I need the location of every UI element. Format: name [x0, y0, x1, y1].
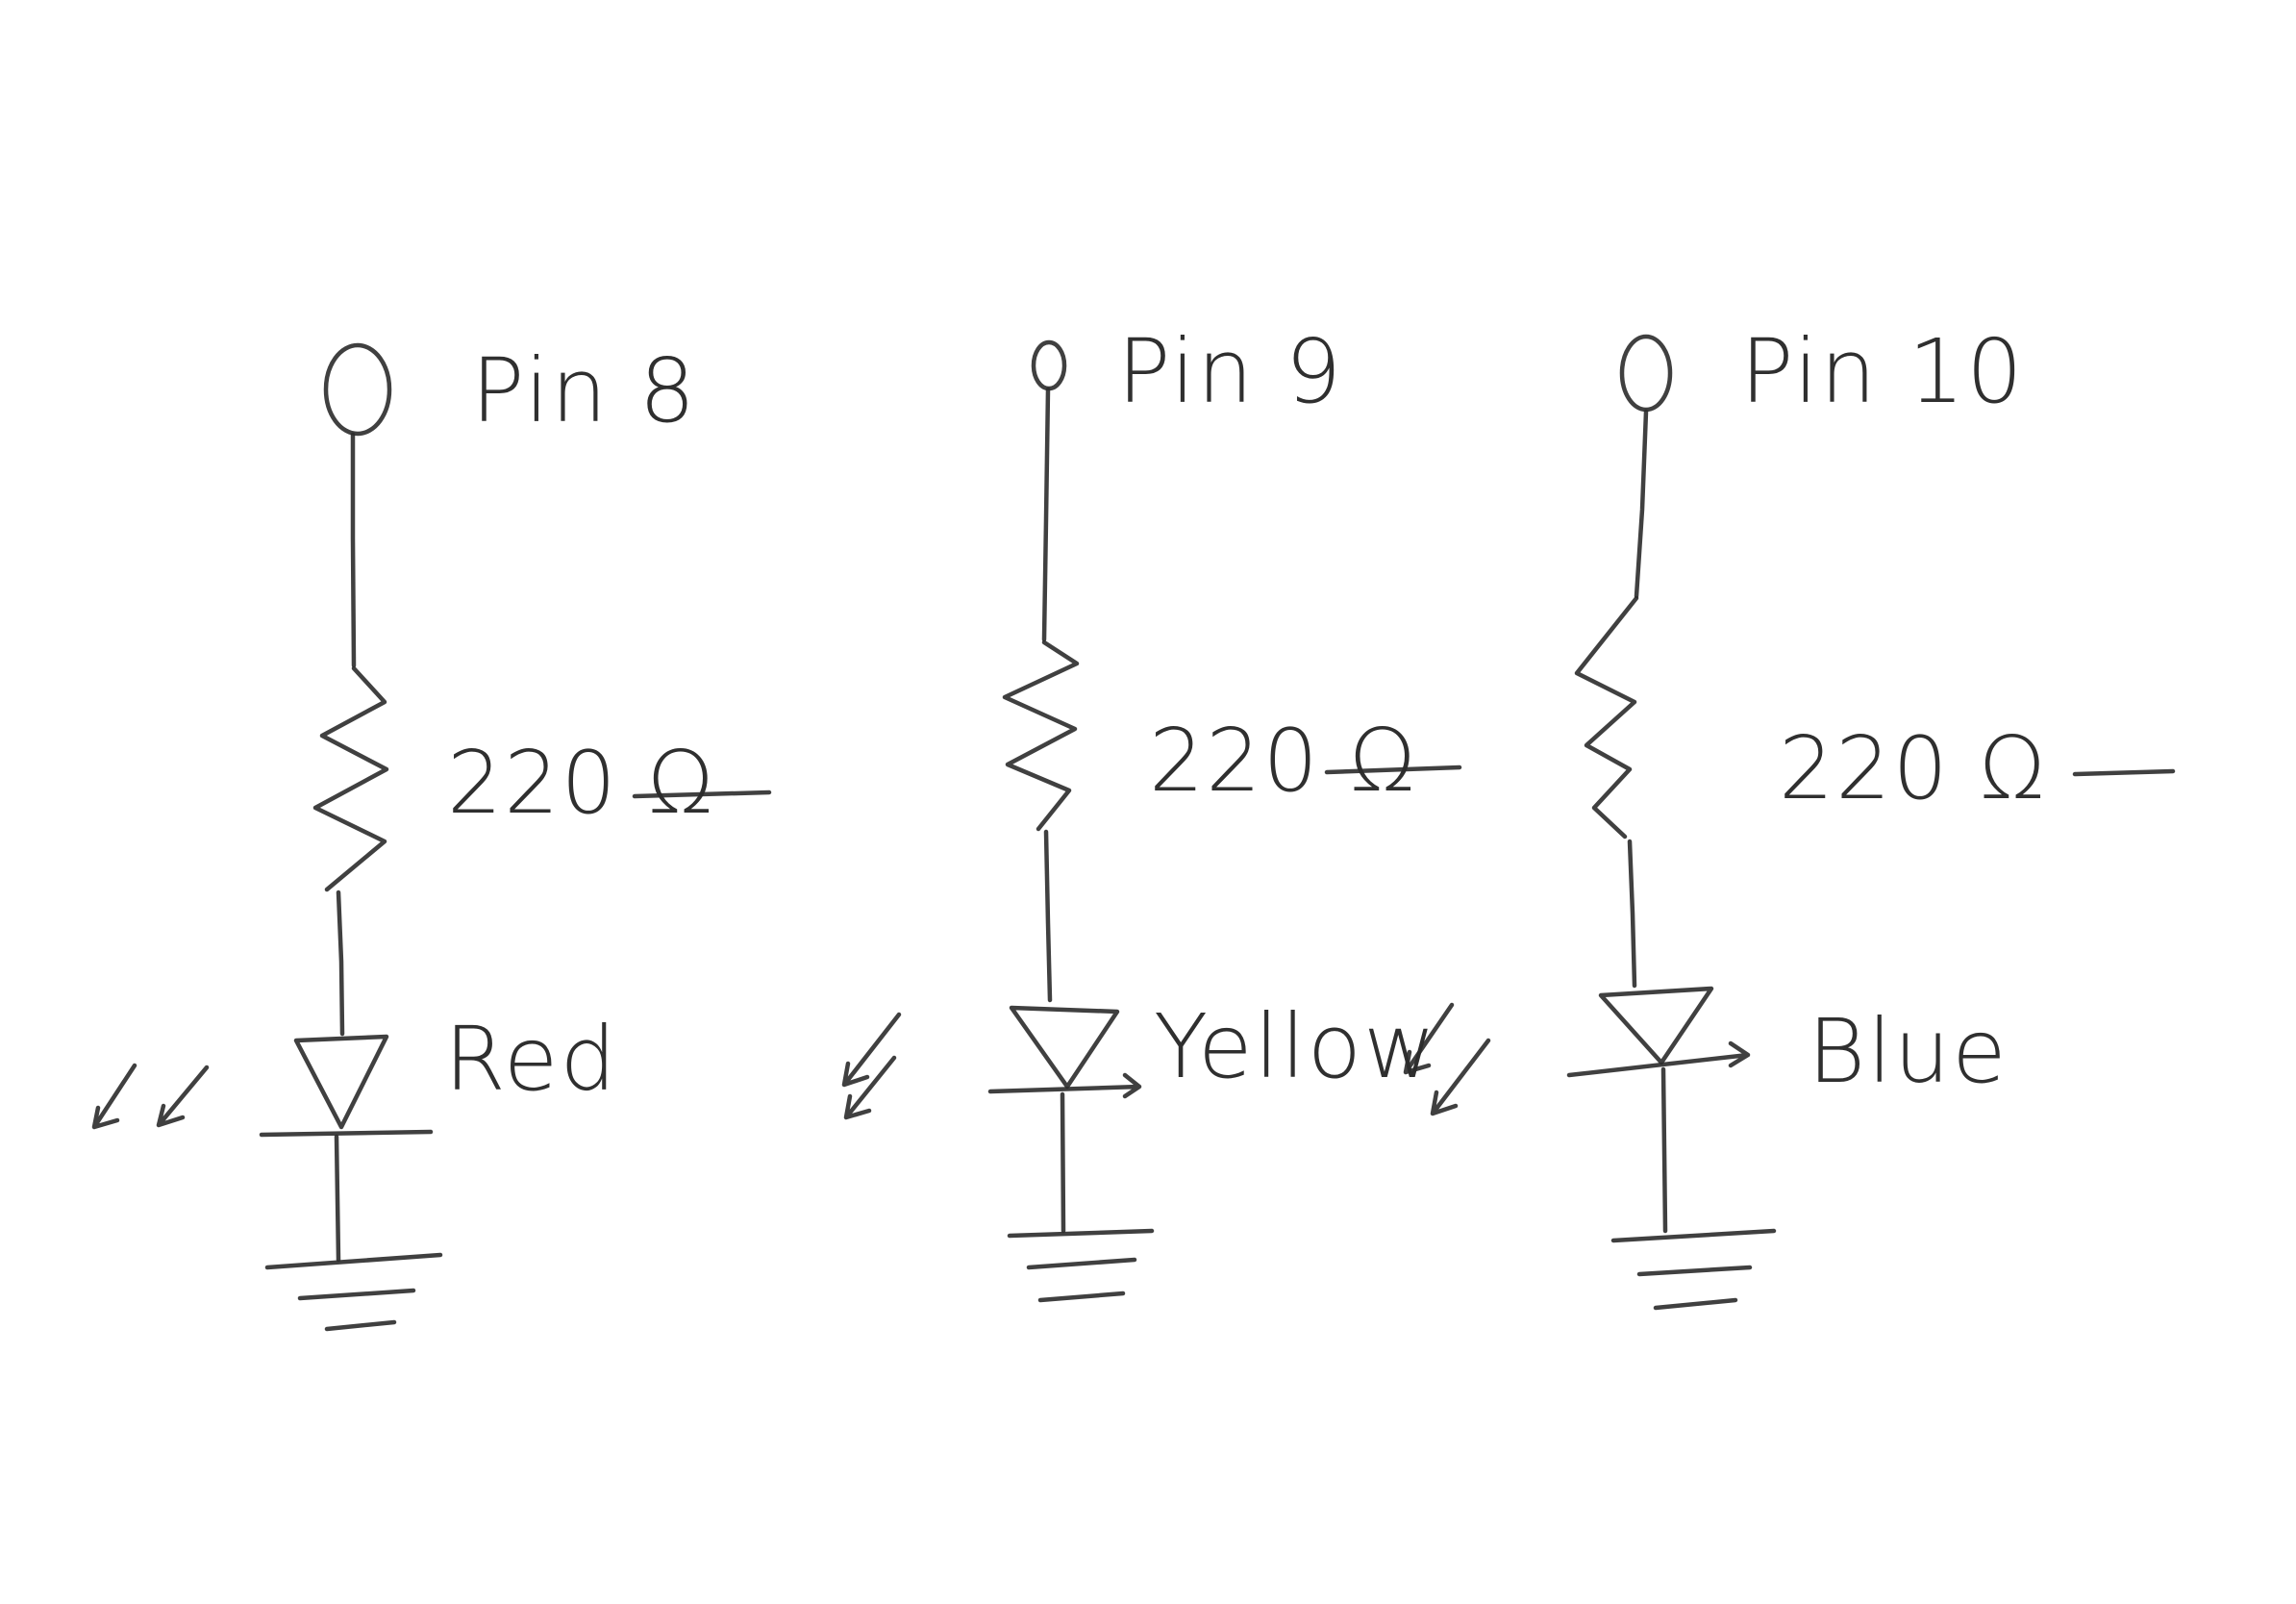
circuit-red: Pin 8 220 Ω Red — [91, 339, 772, 1332]
led-color-label: Yellow — [1154, 995, 1437, 1098]
pin-label: Pin 8 — [471, 339, 697, 442]
led-icon — [293, 1034, 389, 1130]
wire-pin-to-resistor — [1634, 409, 1649, 599]
led-icon — [1598, 986, 1714, 1065]
pin-terminal-icon — [323, 342, 392, 437]
wire-pin-to-resistor — [1041, 387, 1051, 642]
led-cathode-bar — [259, 1129, 434, 1138]
led-cathode-bar — [987, 1072, 1142, 1099]
led-color-label: Blue — [1808, 1000, 2009, 1103]
wire-resistor-to-led — [1627, 839, 1637, 989]
ground-icon — [1007, 1228, 1155, 1303]
pin-label: Pin 9 — [1117, 320, 1343, 423]
resistor-label: 220 Ω — [1149, 711, 1417, 812]
resistor-label: 220 Ω — [1779, 718, 2047, 819]
light-emission-icon — [841, 1012, 902, 1120]
led-cathode-bar — [1566, 1040, 1751, 1078]
ground-icon — [264, 1252, 443, 1332]
resistor-icon — [312, 665, 389, 892]
wire-pin-to-resistor — [350, 432, 357, 668]
resistor-label-tail — [1324, 764, 1462, 775]
light-emission-icon — [1403, 1002, 1491, 1116]
wire-led-to-ground — [334, 1134, 341, 1263]
led-icon — [1009, 1005, 1120, 1090]
resistor-icon — [1574, 595, 1639, 840]
resistor-label-tail — [632, 789, 772, 799]
pin-label: Pin 10 — [1740, 320, 2025, 423]
light-emission-icon — [91, 1063, 210, 1130]
pin-terminal-icon — [1031, 339, 1067, 391]
wire-led-to-ground — [1060, 1091, 1066, 1234]
wire-led-to-ground — [1660, 1066, 1668, 1234]
ground-icon — [1610, 1228, 1777, 1311]
resistor-label-tail — [2072, 768, 2176, 777]
circuit-blue: Pin 10 220 Ω Blue — [1403, 320, 2176, 1311]
led-color-label: Red — [444, 1008, 618, 1111]
resistor-label: 220 Ω — [447, 733, 715, 834]
wire-resistor-to-led — [336, 890, 345, 1037]
resistor-icon — [1002, 639, 1080, 832]
wire-resistor-to-led — [1043, 829, 1053, 1003]
pin-terminal-icon — [1619, 334, 1673, 413]
circuit-yellow: Pin 9 220 Ω Yellow — [841, 320, 1462, 1303]
